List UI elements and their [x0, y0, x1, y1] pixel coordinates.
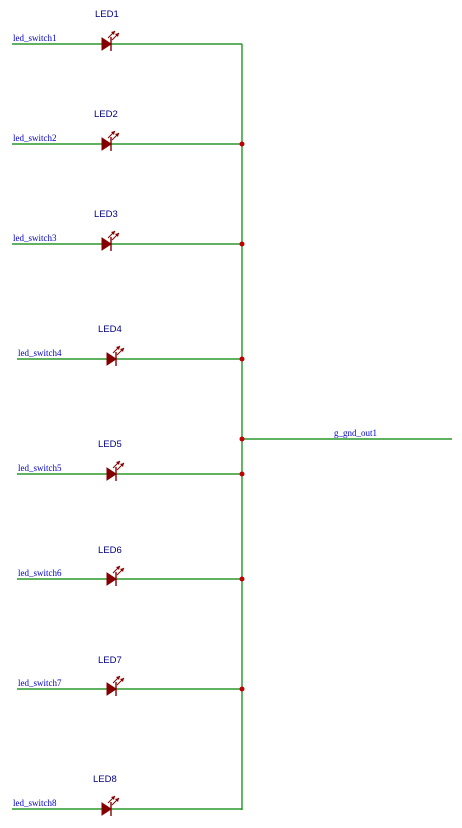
led6-net-label: led_switch6: [18, 568, 62, 578]
led5-net-label: led_switch5: [18, 463, 62, 473]
led-icon: [106, 345, 125, 366]
led5-junction: [239, 471, 245, 477]
led-row-8: LED8 led_switch8: [12, 774, 242, 816]
led3-junction: [239, 241, 245, 247]
led1-ref-label: LED1: [95, 9, 119, 20]
led-icon: [101, 130, 120, 151]
led4-ref-label: LED4: [98, 324, 122, 335]
led-row-5: LED5 led_switch5: [17, 439, 245, 481]
led-icon: [106, 565, 125, 586]
led-row-3: LED3 led_switch3: [12, 209, 245, 251]
led1-net-label: led_switch1: [13, 33, 57, 43]
led-icon: [101, 230, 120, 251]
led7-ref-label: LED7: [98, 655, 122, 666]
led3-ref-label: LED3: [94, 209, 118, 220]
led-row-2: LED2 led_switch2: [12, 109, 245, 151]
led6-junction: [239, 576, 245, 582]
led7-junction: [239, 686, 245, 692]
led-row-6: LED6 led_switch6: [17, 545, 245, 586]
led2-ref-label: LED2: [94, 109, 118, 120]
led5-ref-label: LED5: [98, 439, 122, 450]
led8-net-label: led_switch8: [13, 798, 57, 808]
output-net-label: g_gnd_out1: [334, 428, 377, 438]
led-row-7: LED7 led_switch7: [17, 655, 245, 696]
led2-junction: [239, 141, 245, 147]
led4-junction: [239, 356, 245, 362]
led-icon: [106, 460, 125, 481]
led3-net-label: led_switch3: [13, 233, 57, 243]
led-row-4: LED4 led_switch4: [17, 324, 245, 366]
led6-ref-label: LED6: [98, 545, 122, 556]
led-row-1: LED1 led_switch1: [12, 9, 242, 51]
led8-ref-label: LED8: [93, 774, 117, 785]
led7-net-label: led_switch7: [18, 678, 62, 688]
led-icon: [101, 795, 120, 816]
led-icon: [106, 675, 125, 696]
led2-net-label: led_switch2: [13, 133, 57, 143]
led4-net-label: led_switch4: [18, 348, 62, 358]
led-icon: [101, 30, 120, 51]
output-junction: [239, 436, 245, 442]
